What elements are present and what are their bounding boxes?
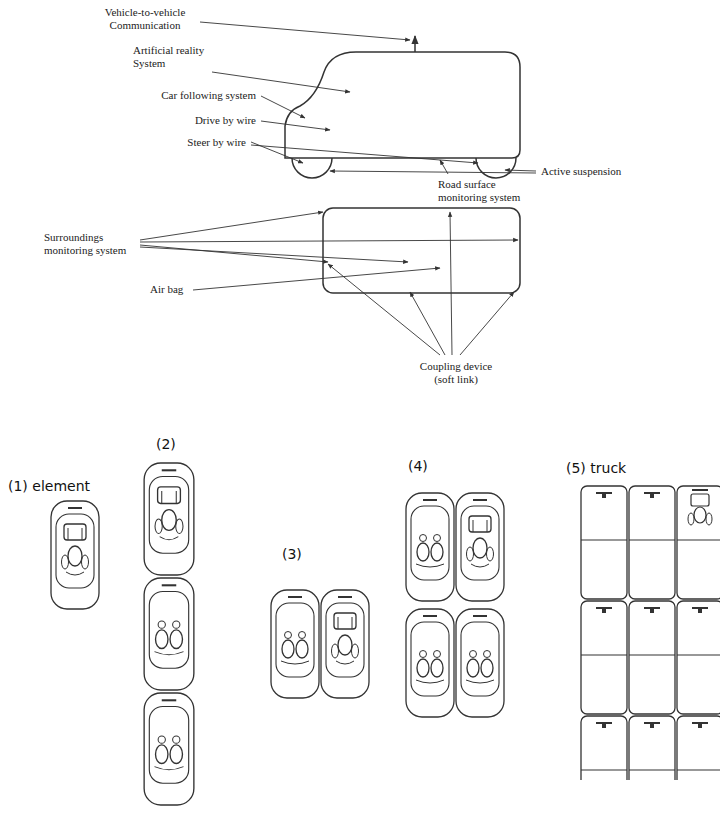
leader-lines [140,22,536,355]
leader-line [140,247,408,262]
antenna-arrow [414,36,416,52]
leader-line [450,212,452,355]
part-label: Vehicle-to-vehicle Communication [95,6,195,32]
leader-line [330,171,536,173]
part-label: Coupling device (soft link) [410,360,502,386]
part-label: Car following system [116,89,256,102]
leader-line [140,240,518,242]
part-label: Road surface monitoring system [438,178,534,204]
part-label: Artificial reality System [133,44,209,70]
rear-wheel [476,158,516,178]
element-passenger [271,590,319,698]
car-body [285,52,520,158]
part-label: Surroundings monitoring system [44,231,136,257]
truck-grid [581,486,720,780]
truck-cell [629,486,675,599]
leader-line [140,212,323,240]
truck-cell [581,486,627,599]
leader-line [140,245,328,262]
car-top-view [323,208,520,293]
truck-cell [581,716,627,780]
configuration-label: (1) element [8,478,118,495]
leader-line [251,145,478,163]
leader-line [261,96,305,118]
leader-line [505,170,536,171]
configuration-label: (2) [156,436,196,453]
leader-line [193,268,440,290]
element-driver [456,493,504,601]
leader-line [410,292,445,355]
leader-line [440,160,448,174]
truck-cell [677,601,720,714]
element-passenger [144,578,194,690]
leader-line [261,121,330,130]
truck-cell [581,601,627,714]
element-driver [321,590,369,698]
leader-line [251,142,303,163]
leader-line [460,292,514,355]
part-label: Steer by wire [126,136,246,149]
configuration-label: (5) truck [566,460,686,477]
part-label: Active suspension [541,165,661,178]
part-label: Air bag [150,283,190,296]
truck-cell [629,716,675,780]
configuration-label: (4) [408,458,448,475]
element-driver [144,463,194,575]
truck-cell [677,716,720,780]
truck-cell-driver [677,486,720,599]
element-passenger [456,609,504,717]
leader-line [200,22,410,40]
element-driver [51,501,99,609]
part-label: Drive by wire [136,114,256,127]
configuration-label: (3) [282,546,322,563]
leader-line [328,264,440,355]
element-passenger [406,493,454,601]
truck-cell [629,601,675,714]
element-passenger [406,609,454,717]
element-passenger [144,693,194,805]
